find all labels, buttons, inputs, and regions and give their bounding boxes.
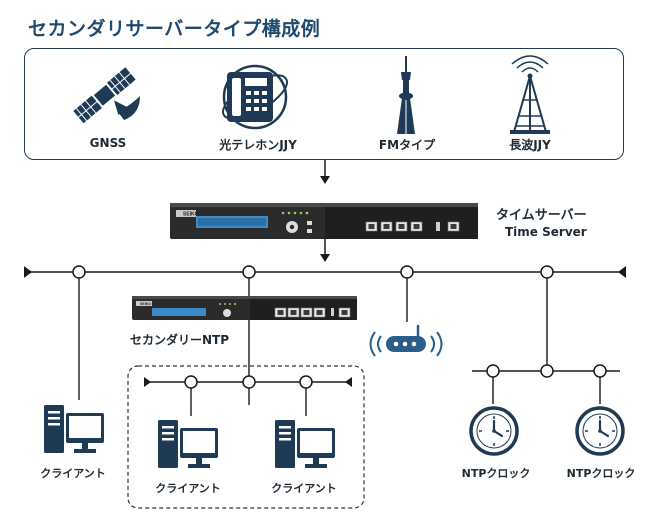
client-pc-sub1-icon: [158, 420, 218, 468]
connection-lines: [24, 160, 626, 416]
diagram-title: セカンダリサーバータイプ構成例: [28, 18, 321, 40]
secondary-ntp-label: セカンダリーNTP: [130, 333, 230, 347]
ntp-clock-a-label: NTPクロック: [461, 467, 531, 480]
satellite-icon: [73, 67, 136, 124]
client-pc-left-icon: [44, 405, 104, 453]
secondary-group-box: [127, 365, 365, 509]
radio-tower-icon: [397, 56, 415, 134]
time-server-brand: SEIKO: [183, 212, 199, 218]
secondary-ntp-device: [132, 296, 357, 320]
junction-nodes: [72, 265, 607, 389]
source-label-gnss: GNSS: [89, 136, 127, 150]
time-server-label-en: Time Server: [505, 225, 587, 239]
client-label-sub1: クライアント: [155, 482, 221, 495]
longwave-antenna-icon: [510, 55, 550, 134]
ntp-clock-b-icon: [575, 406, 625, 456]
telephone-icon: [222, 64, 288, 130]
source-label-longwave-jjy: 長波JJY: [509, 138, 551, 152]
time-server-device: [170, 203, 478, 239]
satellite-dish-icon: [118, 96, 140, 120]
wireless-router-icon: [369, 324, 443, 357]
secondary-brand: SEIKO: [140, 302, 151, 306]
ntp-clock-a-icon: [469, 406, 519, 456]
time-source-panel: [24, 48, 624, 160]
source-label-telephone-jjy: 光テレホンJJY: [219, 138, 297, 152]
client-label-sub2: クライアント: [271, 482, 337, 495]
source-label-fm: FMタイプ: [378, 138, 436, 152]
time-server-label-ja: タイムサーバー: [496, 208, 587, 223]
client-label-left: クライアント: [40, 467, 106, 480]
client-pc-sub2-icon: [275, 420, 335, 468]
ntp-clock-b-label: NTPクロック: [566, 467, 636, 480]
